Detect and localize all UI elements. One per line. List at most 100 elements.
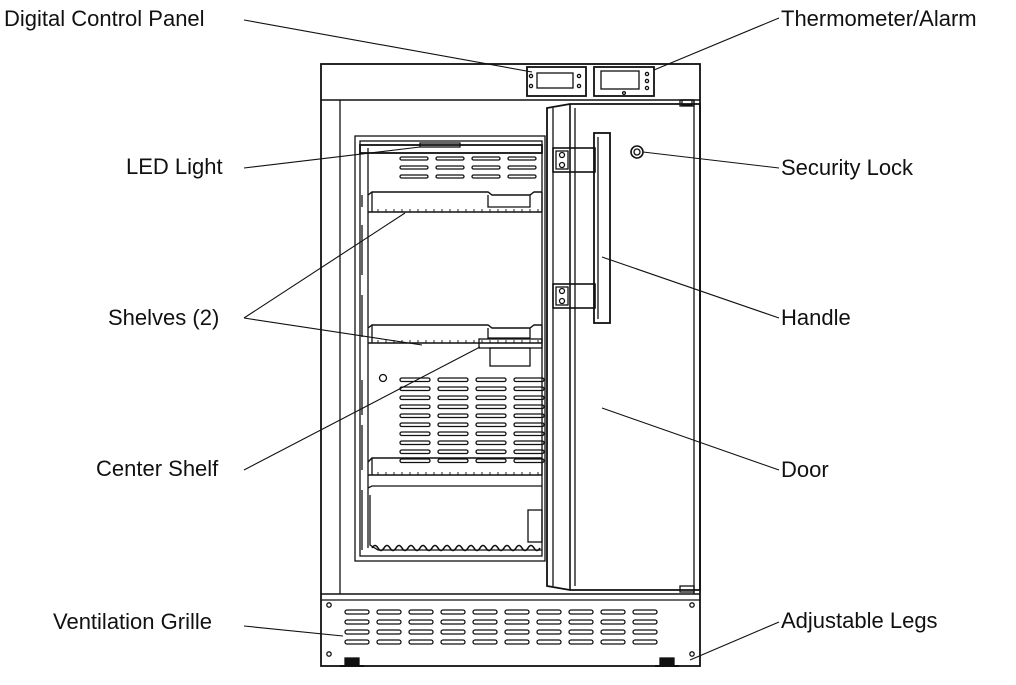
vent-slot <box>632 609 658 615</box>
vent-slot <box>513 386 545 392</box>
vent-slot <box>568 639 594 645</box>
vent-slot <box>408 609 434 615</box>
vent-slot <box>399 458 431 464</box>
vent-slot <box>376 629 402 635</box>
vent-slot <box>399 165 429 170</box>
leader-door <box>601 407 780 471</box>
security-lock <box>630 145 644 159</box>
vent-slot <box>399 174 429 179</box>
label-handle: Handle <box>781 305 851 330</box>
vent-slot <box>513 440 545 446</box>
vent-slot <box>376 619 402 625</box>
vent-slot <box>507 174 537 179</box>
vent-slot <box>399 431 431 437</box>
label-door: Door <box>781 457 829 482</box>
vent-slot <box>475 458 507 464</box>
vent-slot <box>399 449 431 455</box>
vent-slot <box>600 619 626 625</box>
vent-slot <box>632 619 658 625</box>
vent-slot <box>437 440 469 446</box>
vent-slot <box>475 431 507 437</box>
rear-vent-slots <box>399 377 545 464</box>
vent-slot <box>408 629 434 635</box>
leader-shelves-2 <box>243 317 423 346</box>
label-adjustable-legs: Adjustable Legs <box>781 608 938 633</box>
vent-slot <box>632 639 658 645</box>
vent-slot <box>399 386 431 392</box>
center-shelf <box>367 457 543 476</box>
label-digital-control-panel: Digital Control Panel <box>4 6 205 31</box>
vent-slot <box>472 609 498 615</box>
label-shelves: Shelves (2) <box>108 305 220 330</box>
vent-slot <box>600 609 626 615</box>
vent-slot <box>437 404 469 410</box>
vent-slot <box>513 458 545 464</box>
label-ventilation-grille: Ventilation Grille <box>53 609 212 634</box>
vent-slot <box>536 619 562 625</box>
vent-slot <box>600 629 626 635</box>
leader-shelves-1 <box>243 212 406 319</box>
vent-slot <box>475 449 507 455</box>
vent-slot <box>471 174 501 179</box>
vent-slot <box>507 156 537 161</box>
vent-slot <box>513 449 545 455</box>
vent-slot <box>600 639 626 645</box>
vent-slot <box>475 413 507 419</box>
vent-slot <box>435 174 465 179</box>
label-security-lock: Security Lock <box>781 155 914 180</box>
vent-slot <box>440 629 466 635</box>
vent-slot <box>399 404 431 410</box>
vent-slot <box>472 639 498 645</box>
vent-slot <box>437 413 469 419</box>
vent-slot <box>344 639 370 645</box>
adjustable-legs <box>340 657 679 667</box>
label-center-shelf: Center Shelf <box>96 456 219 481</box>
vent-slot <box>399 413 431 419</box>
handle <box>552 132 611 324</box>
vent-slot <box>437 377 469 383</box>
vent-slot <box>536 609 562 615</box>
vent-slot <box>440 609 466 615</box>
vent-slot <box>513 404 545 410</box>
vent-slot <box>507 165 537 170</box>
vent-slot <box>399 440 431 446</box>
leader-handle <box>601 256 780 319</box>
vent-slot <box>632 629 658 635</box>
vent-slot <box>435 156 465 161</box>
vent-slot <box>513 413 545 419</box>
leader-digital-control-panel <box>243 19 533 73</box>
vent-slot <box>475 377 507 383</box>
vent-slot <box>376 609 402 615</box>
vent-slot <box>513 395 545 401</box>
vent-slot <box>440 619 466 625</box>
vent-slot <box>344 619 370 625</box>
vent-slot <box>437 449 469 455</box>
leader-center-shelf <box>243 346 481 471</box>
upper-shelf <box>367 191 543 213</box>
label-led-light: LED Light <box>126 154 223 179</box>
vent-slot <box>475 422 507 428</box>
vent-slot <box>504 629 530 635</box>
leader-ventilation-grille <box>243 625 344 637</box>
vent-slot <box>504 639 530 645</box>
leader-security-lock <box>642 151 780 169</box>
vent-slot <box>437 422 469 428</box>
vent-slot <box>344 609 370 615</box>
vent-slot <box>399 422 431 428</box>
vent-slot <box>504 619 530 625</box>
vent-slot <box>504 609 530 615</box>
vent-slot <box>475 386 507 392</box>
vent-slot <box>408 639 434 645</box>
vent-slot <box>399 395 431 401</box>
vent-slot <box>376 639 402 645</box>
vent-slot <box>471 165 501 170</box>
lower-shelf <box>367 324 543 367</box>
leader-led-light <box>243 146 421 169</box>
label-thermometer-alarm: Thermometer/Alarm <box>781 6 977 31</box>
bottom-bin <box>367 485 543 552</box>
vent-slot <box>408 619 434 625</box>
leader-thermometer-alarm <box>653 17 780 71</box>
vent-slot <box>440 639 466 645</box>
vent-slot <box>536 639 562 645</box>
